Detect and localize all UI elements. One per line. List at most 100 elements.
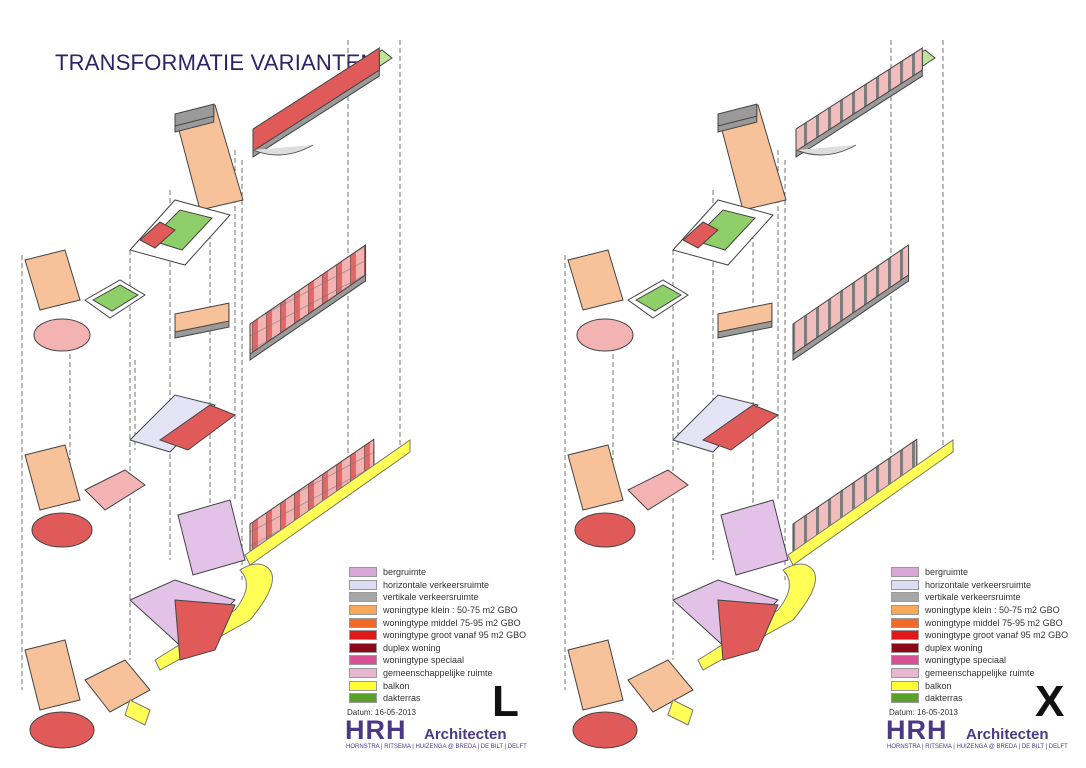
legend-swatch [349,579,377,590]
corridor-floor [129,394,216,453]
mid-tower [174,302,230,333]
left-block-1 [24,249,81,311]
legend-item: woningtype groot vanaf 95 m2 GBO [349,629,539,642]
left-block-2 [24,444,81,511]
legend-swatch [891,680,919,691]
variant-label-x: X [1035,677,1065,726]
tower-top-roof [717,103,758,127]
tagline-left: HORNSTRA | RITSEMA | HUIZENGA @ BREDA | … [346,744,527,750]
legend-label: dakterras [383,693,421,704]
legend-swatch [349,655,377,666]
legend-item: woningtype speciaal [349,654,539,667]
legend-label: gemeenschappelijke ruimte [925,668,1035,679]
roof-balcony-curve [252,144,314,156]
legend-swatch [349,630,377,641]
legend-label: woningtype middel 75-95 m2 GBO [925,617,1063,628]
tagline-right: HORNSTRA | RITSEMA | HUIZENGA @ BREDA | … [887,744,1068,750]
storage-block [177,499,246,576]
legend-label: balkon [925,680,952,691]
corridor-rooms [701,404,780,451]
legend-swatch [891,592,919,603]
variant-label-l: L [492,677,519,726]
left-block-3-rooms [84,659,151,713]
legend-swatch [349,605,377,616]
legend-swatch [891,655,919,666]
round-tower-1 [33,318,91,352]
legend-item: woningtype middel 75-95 m2 GBO [349,616,539,629]
architecten-left: Architecten [424,726,507,743]
legend-swatch [891,567,919,578]
mid-wing [792,244,910,355]
legend-item: gemeenschappelijke ruimte [349,667,539,680]
round-tower-3 [572,711,638,749]
legend-label: bergruimte [383,567,427,578]
balcony-small [667,699,694,726]
legend-item: woningtype middel 75-95 m2 GBO [891,616,1081,629]
left-block-3 [567,639,624,711]
left-block-2-rooms [627,469,689,511]
legend-label: dakterras [925,693,963,704]
legend-label: woningtype groot vanaf 95 m2 GBO [383,630,527,641]
tower-top-roof [174,103,215,127]
legend-swatch [349,642,377,653]
legend-label: gemeenschappelijke ruimte [383,668,493,679]
terrace-rooms [139,221,176,249]
hrh-logo-right: HRH [886,715,948,745]
legend-label: woningtype klein : 50-75 m2 GBO [925,605,1060,616]
legend-item: vertikale verkeersruimte [349,591,539,604]
datum-right: Datum: 16-05-2013 [889,708,958,717]
left-block-3 [24,639,81,711]
legend-item: horizontale verkeersruimte [349,579,539,592]
legend-swatch [891,630,919,641]
architecten-right: Architecten [966,726,1049,743]
terrace-rooms [682,221,719,249]
variant-x-drawings [564,40,954,749]
lower-rooms [174,599,236,661]
legend-swatch [891,605,919,616]
legend-swatch [349,592,377,603]
terrace-green [692,209,756,251]
round-tower-1 [576,318,634,352]
legend-swatch [349,617,377,628]
legend-swatch [349,693,377,704]
corridor-rooms [158,404,237,451]
legend-swatch [349,680,377,691]
legend-item: duplex woning [891,642,1081,655]
legend-swatch [349,567,377,578]
legend-label: balkon [383,680,410,691]
legend-item: dakterras [349,692,539,705]
storage-block [720,499,789,576]
terrace-green [149,209,213,251]
legend-swatch [891,668,919,679]
balcony-small [124,699,151,726]
legend-item: woningtype groot vanaf 95 m2 GBO [891,629,1081,642]
legend-label: horizontale verkeersruimte [925,579,1032,590]
left-block-3-rooms [627,659,694,713]
page-title: TRANSFORMATIE VARIANTEN [55,50,377,75]
round-tower-2 [31,512,93,548]
roof-wing [252,47,380,152]
round-tower-3 [29,711,95,749]
legend-label: woningtype groot vanaf 95 m2 GBO [925,630,1069,641]
legend-label: duplex woning [383,642,441,653]
legend-label: bergruimte [925,567,969,578]
legend-item: woningtype speciaal [891,654,1081,667]
legend-item: vertikale verkeersruimte [891,591,1081,604]
legend-label: woningtype speciaal [383,655,465,666]
lower-wing [249,438,375,555]
left-block-2-rooms [84,469,146,511]
legend-label: horizontale verkeersruimte [383,579,490,590]
legend-item: woningtype klein : 50-75 m2 GBO [891,604,1081,617]
lower-wing [792,438,918,555]
roof-wing [795,47,923,152]
hrh-logo-left: HRH [345,715,407,745]
balcony-strip [244,439,411,566]
datum-left: Datum: 16-05-2013 [347,708,416,717]
mid-tower [717,302,773,333]
legend-item: duplex woning [349,642,539,655]
legend-item: dakterras [891,692,1081,705]
legend-label: woningtype speciaal [925,655,1007,666]
